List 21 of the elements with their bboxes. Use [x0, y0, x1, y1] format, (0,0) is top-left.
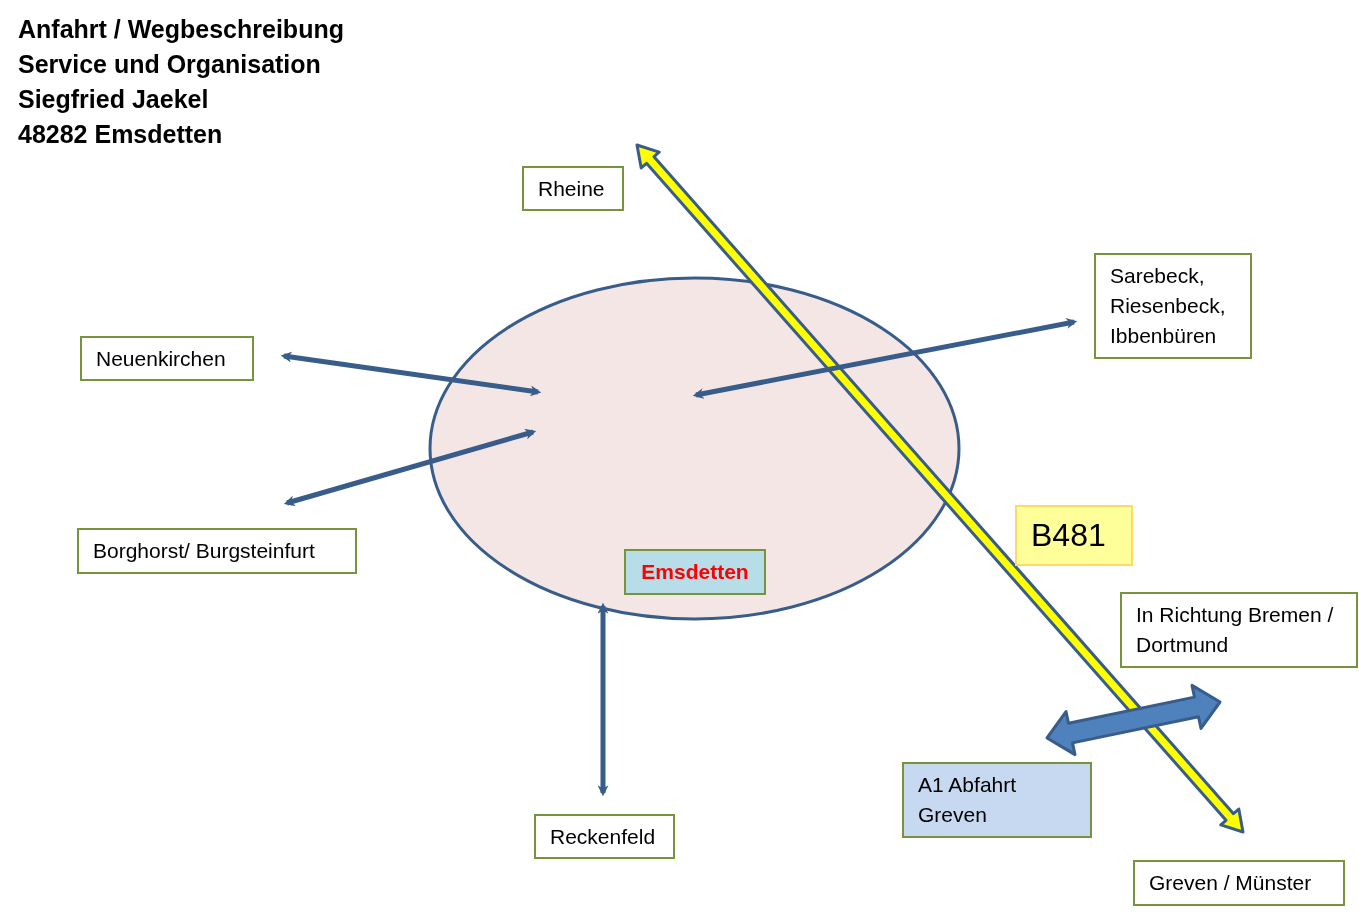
address-line: 48282 Emsdetten [18, 119, 223, 150]
address-line: Siegfried Jaekel [18, 84, 209, 115]
road-arrow [1045, 683, 1222, 757]
place-box: Rheine [522, 166, 624, 211]
address-line: Service und Organisation [18, 49, 321, 80]
title: Anfahrt / Wegbeschreibung [18, 14, 344, 45]
place-box: Reckenfeld [534, 814, 675, 859]
place-box: In Richtung Bremen / Dortmund [1120, 592, 1358, 668]
place-box: Sarebeck, Riesenbeck, Ibbenbüren [1094, 253, 1252, 359]
place-box: Neuenkirchen [80, 336, 254, 381]
exit-box: A1 Abfahrt Greven [902, 762, 1092, 838]
road-arrow [635, 143, 1245, 834]
city-label: Emsdetten [624, 549, 766, 595]
place-box: Greven / Münster [1133, 860, 1345, 906]
arrow [280, 351, 542, 397]
arrow [283, 428, 537, 507]
arrow [597, 602, 609, 797]
town-area-ellipse [428, 276, 961, 621]
road-sign: B481 [1015, 505, 1133, 566]
arrow [692, 318, 1078, 399]
place-box: Borghorst/ Burgsteinfurt [77, 528, 357, 574]
